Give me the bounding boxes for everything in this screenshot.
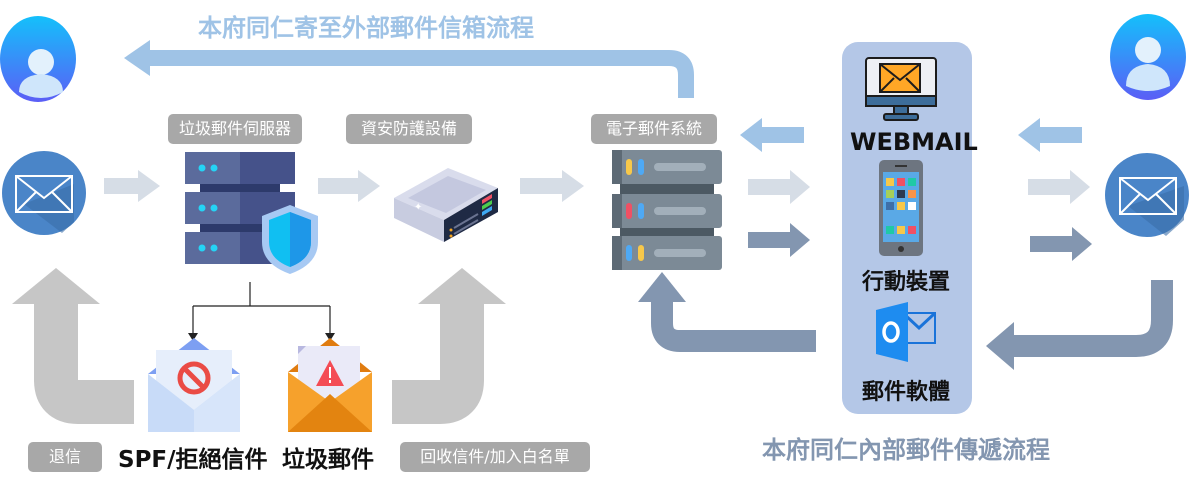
server-shield-icon — [185, 152, 318, 274]
blocked-mail-icon — [148, 338, 240, 432]
mobile-client — [879, 160, 923, 256]
internal-mail-circle — [1104, 150, 1190, 240]
webmail-label: WEBMAIL — [850, 128, 978, 156]
appliance-icon: ✦ — [394, 137, 498, 242]
split-arrowhead-right — [325, 333, 335, 341]
server-icon — [612, 150, 722, 270]
arrow-panel-to-user-dark — [1030, 227, 1092, 261]
mail-icon — [1105, 153, 1189, 237]
email-system-node — [610, 150, 724, 272]
spam-envelope — [288, 338, 372, 432]
split-arrowhead-left — [188, 333, 198, 341]
mail-software-label: 郵件軟體 — [862, 380, 951, 405]
recover-whitelist-tag: 回收信件/加入白名單 — [400, 442, 590, 472]
bounce-arrow-head — [12, 268, 100, 304]
internal-flow-title: 本府同仁內部郵件傳遞流程 — [762, 436, 1050, 464]
svg-text:✦: ✦ — [414, 202, 422, 213]
spam-server-tag: 垃圾郵件伺服器 — [168, 114, 302, 144]
arrow-user-to-panel — [1018, 118, 1082, 152]
security-device-tag: 資安防護設備 — [346, 114, 472, 144]
outbound-arrow — [150, 50, 694, 98]
spam-server-node — [180, 150, 320, 280]
monitor-mail-icon — [865, 57, 937, 121]
spf-reject-label: SPF/拒絕信件 — [118, 447, 268, 473]
arrow-emailsystem-to-panel-light — [748, 170, 810, 204]
arrow-emailsystem-to-panel-dark — [748, 223, 810, 257]
mail-icon — [2, 151, 86, 235]
outlook-icon — [876, 302, 936, 362]
recover-arrow-head — [418, 268, 506, 304]
user-icon — [0, 16, 76, 102]
outbound-flow-title: 本府同仁寄至外部郵件信箱流程 — [198, 14, 534, 42]
security-device-node: ✦ — [388, 137, 508, 248]
spam-mail-label: 垃圾郵件 — [282, 447, 374, 473]
return-arrow-left-head — [638, 272, 686, 302]
smartphone-icon — [879, 160, 923, 256]
bounce-tag: 退信 — [28, 442, 102, 472]
external-user-avatar — [0, 16, 76, 102]
webmail-client — [864, 56, 938, 122]
return-arrow-left — [651, 300, 816, 352]
arrow-security-to-emailsystem — [520, 170, 584, 202]
external-mail-circle — [2, 148, 88, 238]
arrow-spamserver-to-security — [318, 170, 380, 202]
return-arrow-right-head — [986, 322, 1014, 370]
mobile-label: 行動裝置 — [862, 270, 951, 295]
user-icon — [1110, 14, 1186, 100]
arrow-panel-to-user-light — [1028, 170, 1090, 204]
return-arrow-right — [1012, 280, 1173, 357]
recover-arrow — [392, 300, 484, 424]
arrow-mail-to-spamserver — [104, 170, 160, 202]
internal-user-avatar — [1110, 14, 1186, 100]
warning-mail-icon — [288, 338, 372, 432]
bounce-arrow — [34, 300, 134, 424]
spf-reject-envelope — [146, 338, 242, 432]
arrow-panel-to-emailsystem — [740, 118, 804, 152]
outbound-arrow-head — [124, 40, 150, 76]
email-system-tag: 電子郵件系統 — [591, 114, 717, 144]
split-connector — [192, 282, 331, 334]
mail-software-client — [874, 302, 940, 362]
